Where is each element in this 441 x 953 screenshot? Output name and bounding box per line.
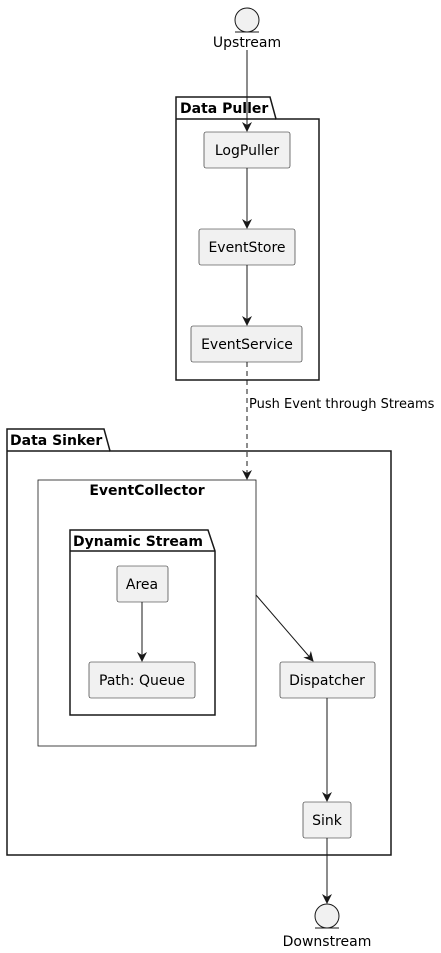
push-event-edge-label: Push Event through Streams [249,397,435,412]
log-puller-node[interactable]: LogPuller [203,131,291,169]
area-node[interactable]: Area [116,565,169,603]
event-service-label: EventService [201,337,293,353]
dispatcher-node[interactable]: Dispatcher [279,661,376,699]
event-store-node[interactable]: EventStore [198,228,296,266]
edges [137,50,332,904]
log-puller-label: LogPuller [215,143,279,159]
data-puller-package: Data Puller [175,96,320,381]
upstream-entity[interactable]: Upstream [213,7,281,51]
event-store-label: EventStore [208,240,285,256]
downstream-label: Downstream [283,934,372,950]
downstream-circle-icon [314,903,340,929]
event-collector-title: EventCollector [89,483,204,499]
sink-node[interactable]: Sink [302,801,352,839]
sink-label: Sink [312,813,343,829]
data-puller-title: Data Puller [180,101,268,117]
event-service-node[interactable]: EventService [190,325,303,363]
data-sinker-title: Data Sinker [10,433,102,449]
dynamic-stream-package: Dynamic Stream [69,529,216,716]
path-queue-node[interactable]: Path: Queue [88,661,196,699]
dispatcher-label: Dispatcher [289,673,365,689]
path-queue-label: Path: Queue [99,673,185,689]
upstream-label: Upstream [213,35,281,51]
event-collector-node[interactable]: EventCollector [37,479,257,747]
data-sinker-package: Data Sinker [6,428,392,856]
edge-eventcollector-dispatcher [255,594,314,662]
dynamic-stream-title: Dynamic Stream [73,534,203,550]
downstream-entity[interactable]: Downstream [283,903,372,950]
upstream-circle-icon [234,7,260,33]
area-label: Area [126,577,158,593]
